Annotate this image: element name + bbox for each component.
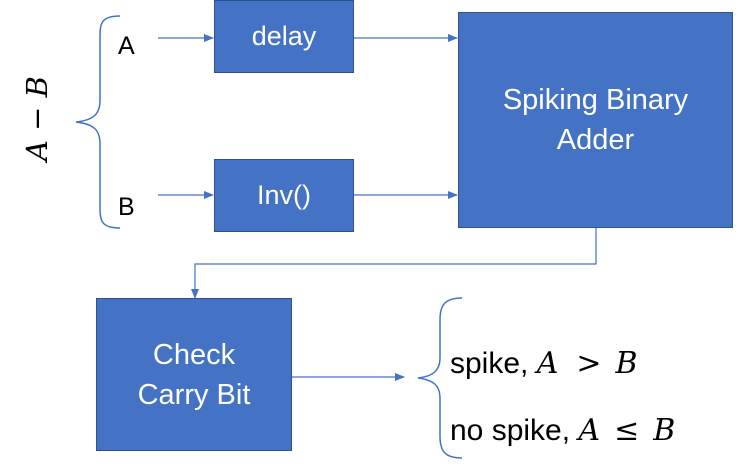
carry-label-line1: Check: [152, 338, 236, 371]
output-no-spike-text: no spike,: [450, 414, 579, 447]
inv-box-label: Inv(): [257, 180, 311, 210]
adder-label-line1: Spiking Binary: [502, 84, 689, 116]
input-a-label: A: [118, 32, 135, 60]
output-no-spike-rhs: B: [653, 413, 676, 448]
output-brace: [417, 297, 463, 459]
output-spike-relation: >: [576, 346, 602, 381]
delay-box-label: delay: [251, 21, 317, 51]
arrow-adder-to-carry: [191, 228, 597, 299]
output-spike-lhs: A: [536, 346, 559, 381]
output-no-spike-lhs: A: [578, 413, 601, 448]
output-spike-text: spike,: [450, 347, 537, 380]
input-brace: [75, 15, 121, 229]
input-b-label: B: [118, 193, 135, 221]
delay-box: delay: [214, 0, 354, 73]
difference-label: A − B: [20, 76, 54, 161]
output-no-spike: no spike, A ≤ B: [450, 413, 675, 449]
inv-box: Inv(): [214, 159, 354, 232]
output-spike-rhs: B: [615, 346, 638, 381]
output-no-spike-relation: ≤: [614, 413, 640, 448]
spiking-binary-adder-box: Spiking Binary Adder: [458, 12, 733, 228]
output-spike: spike, A > B: [450, 346, 638, 382]
carry-label-line2: Carry Bit: [137, 378, 251, 411]
adder-label-line2: Adder: [556, 124, 635, 156]
check-carry-bit-box: Check Carry Bit: [96, 298, 292, 451]
